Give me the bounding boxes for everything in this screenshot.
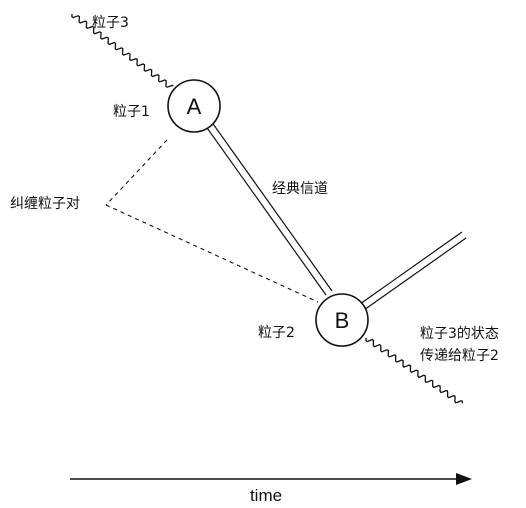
particle3-label: 粒子3 [92, 15, 129, 31]
classical-channel-label: 经典信道 [272, 181, 328, 197]
entanglement-dashed-line-a [105, 139, 168, 206]
transfer-label-line2: 传递给粒子2 [420, 348, 499, 364]
time-axis-label: time [250, 486, 282, 505]
time-axis [70, 473, 472, 485]
entangled-pair-label: 纠缠粒子对 [10, 195, 80, 212]
particle3-wave-upper [71, 13, 174, 88]
node-b: B [315, 293, 369, 347]
transfer-label-line1: 粒子3的状态 [420, 326, 499, 342]
node-a: A [167, 79, 221, 133]
entanglement-dashed-line-b [105, 204, 319, 303]
outgoing-double-line [359, 231, 467, 311]
node-b-label: B [335, 308, 350, 333]
classical-channel-line [204, 120, 333, 296]
particle1-label: 粒子1 [113, 104, 150, 120]
particle3-wave-lower [365, 338, 464, 404]
particle2-label: 粒子2 [258, 325, 295, 341]
arrowhead-icon [456, 473, 472, 485]
node-a-label: A [187, 94, 202, 119]
